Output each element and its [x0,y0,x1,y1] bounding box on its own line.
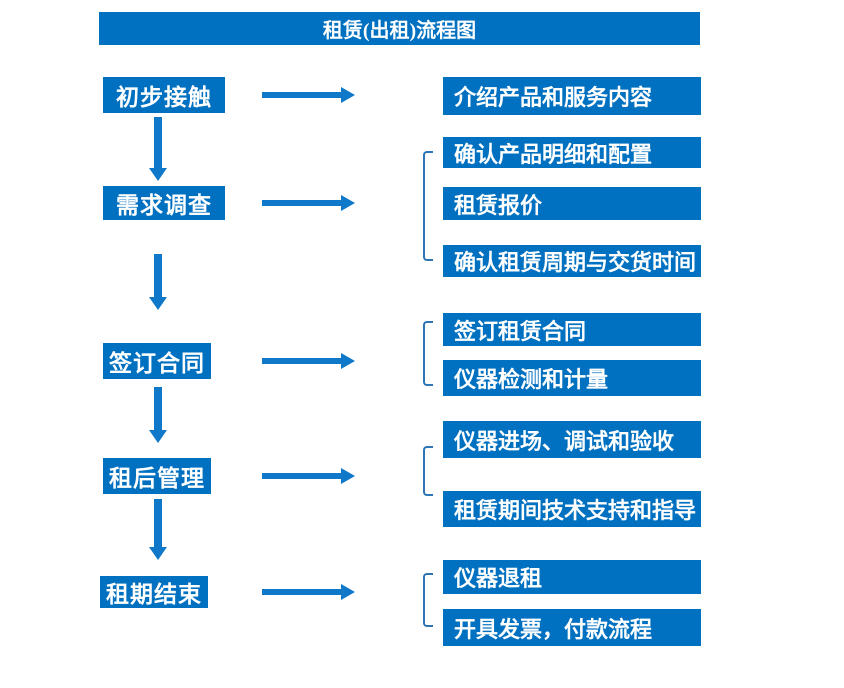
right-arrow-shaft [262,589,341,595]
right-arrow-head-icon [341,195,355,211]
right-arrow-4 [262,468,355,484]
down-arrow-1 [149,117,167,181]
right-arrow-shaft [262,473,341,479]
down-arrow-shaft [154,254,162,298]
flowchart-title: 租赁(出租)流程图 [99,12,700,45]
group-bracket-lease-end [423,573,433,627]
down-arrow-4 [149,499,167,560]
detail-box-instrument-setup-acceptance: 仪器进场、调试和验收 [443,421,701,458]
group-bracket-sign-contract [423,321,433,386]
step-box-post-rental-management: 租后管理 [103,458,211,494]
down-arrow-3 [149,387,167,443]
step-box-lease-end: 租期结束 [100,576,208,608]
detail-box-instrument-testing: 仪器检测和计量 [443,360,701,396]
detail-box-confirm-product-config: 确认产品明细和配置 [443,137,701,168]
detail-box-introduce-products: 介绍产品和服务内容 [443,77,701,115]
right-arrow-head-icon [341,584,355,600]
detail-box-confirm-period-delivery: 确认租赁周期与交货时间 [443,245,701,277]
detail-box-technical-support: 租赁期间技术支持和指导 [443,491,701,527]
group-bracket-demand-survey [423,151,433,261]
detail-box-rental-quote: 租赁报价 [443,187,701,220]
down-arrow-head-icon [149,168,167,181]
detail-box-sign-rental-contract: 签订租赁合同 [443,313,701,346]
down-arrow-shaft [154,499,162,548]
right-arrow-3 [262,353,355,369]
down-arrow-head-icon [149,430,167,443]
right-arrow-2 [262,195,355,211]
right-arrow-5 [262,584,355,600]
right-arrow-head-icon [341,468,355,484]
step-box-initial-contact: 初步接触 [103,77,225,113]
step-box-demand-survey: 需求调查 [103,186,225,220]
right-arrow-shaft [262,200,341,206]
detail-box-invoice-payment: 开具发票，付款流程 [443,609,701,646]
down-arrow-shaft [154,387,162,431]
right-arrow-shaft [262,358,341,364]
right-arrow-shaft [262,92,341,98]
right-arrow-1 [262,87,355,103]
down-arrow-head-icon [149,547,167,560]
step-box-sign-contract: 签订合同 [103,343,211,379]
down-arrow-head-icon [149,297,167,310]
detail-box-instrument-return: 仪器退租 [443,560,701,594]
right-arrow-head-icon [341,87,355,103]
group-bracket-post-rental [423,446,433,496]
down-arrow-2 [149,254,167,310]
down-arrow-shaft [154,117,162,169]
right-arrow-head-icon [341,353,355,369]
